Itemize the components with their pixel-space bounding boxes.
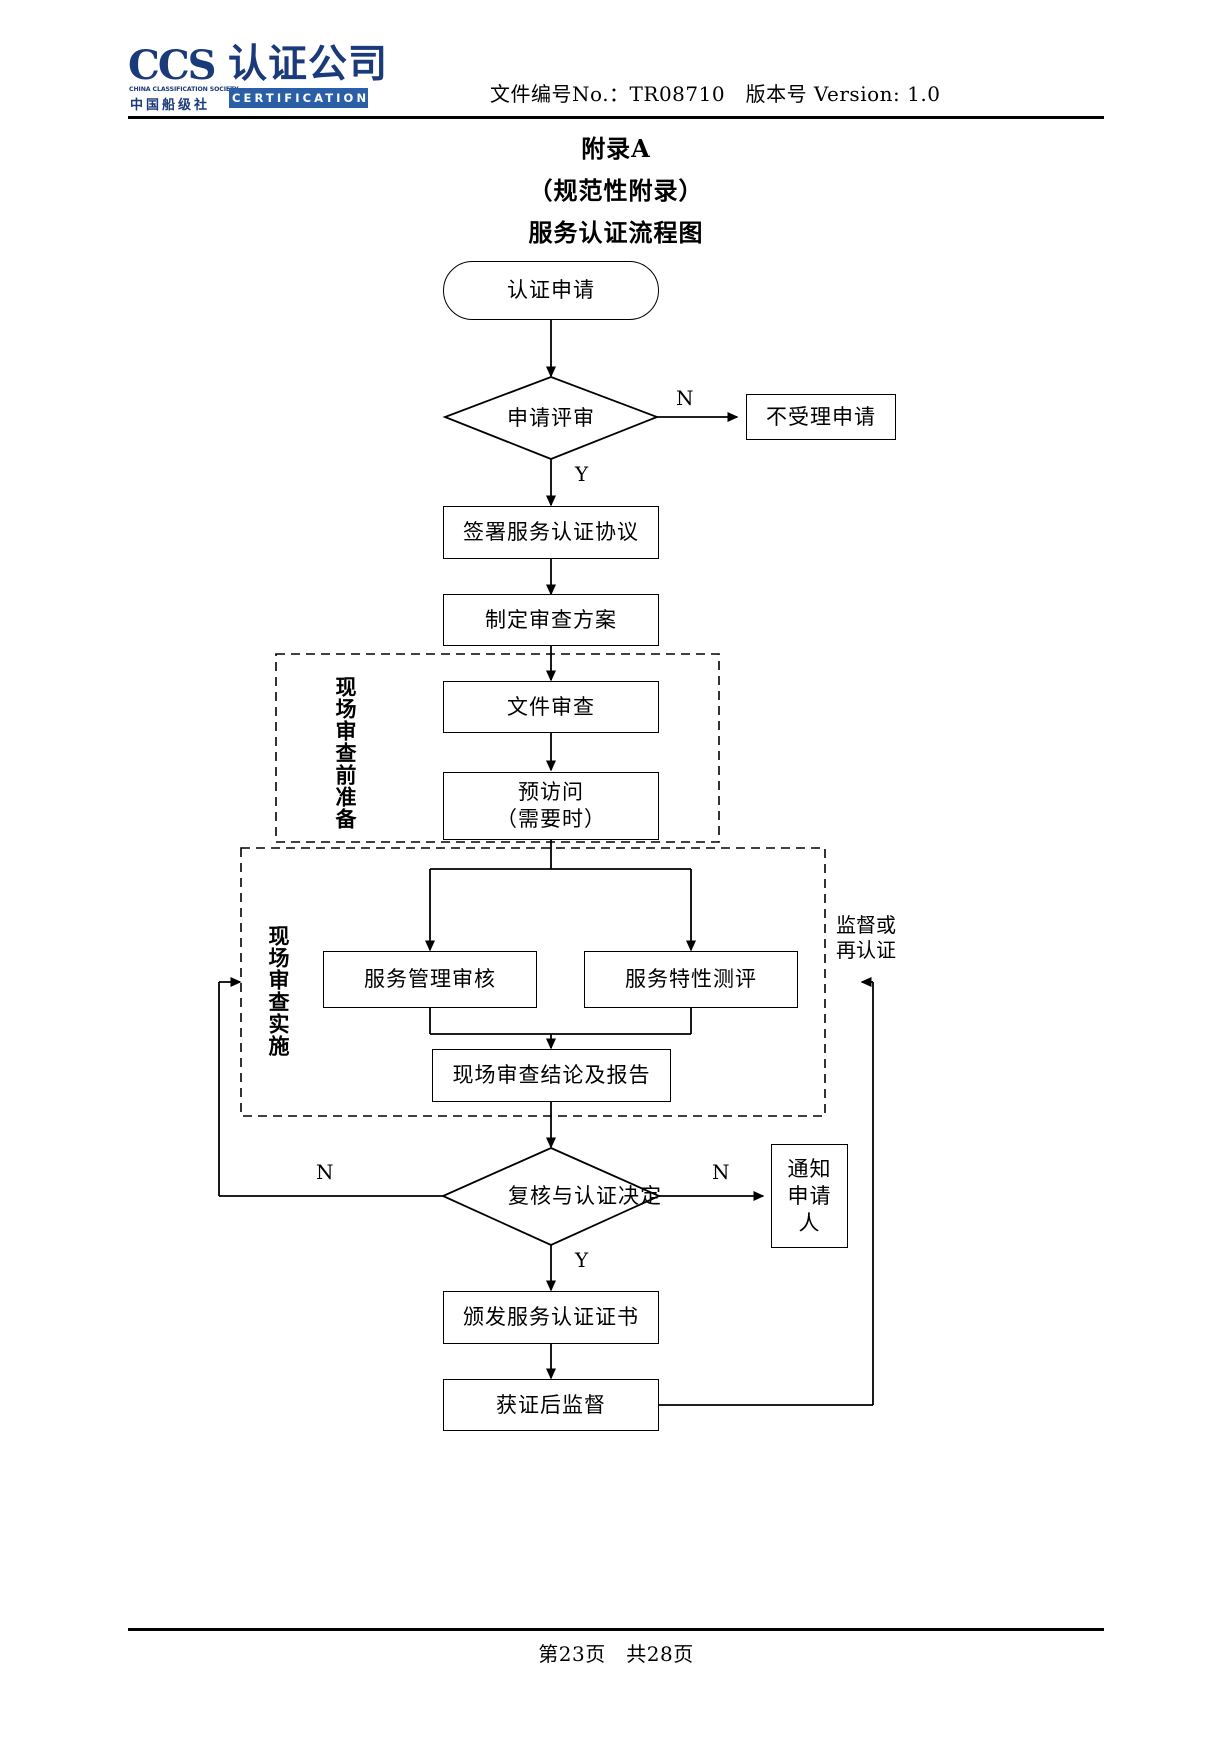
node-reject-application[interactable]: 不受理申请 [746,394,896,440]
node-label-line1: 预访问 [518,780,584,804]
header-divider [128,116,1104,119]
node-notify-applicant[interactable]: 通知 申请 人 [771,1144,848,1248]
node-service-characteristic-evaluation[interactable]: 服务特性测评 [584,951,798,1008]
resurvey-line1: 监督或 [836,913,896,937]
appendix-title-block: 附录A （规范性附录） 服务认证流程图 [0,128,1232,254]
footer-divider [128,1628,1104,1631]
document-meta: 文件编号No.：TR08710 版本号 Version: 1.0 [490,82,941,106]
node-label-line3: 人 [798,1210,821,1235]
node-label-line1: 通知 [787,1156,832,1181]
node-label: 获证后监督 [496,1392,606,1417]
node-label: 文件审查 [507,694,595,719]
title-flowchart-name: 服务认证流程图 [528,218,704,247]
resurvey-line2: 再认证 [836,938,896,962]
node-site-audit-report[interactable]: 现场审查结论及报告 [432,1049,671,1102]
node-issue-certificate[interactable]: 颁发服务认证证书 [443,1291,659,1344]
title-normative: （规范性附录） [528,176,704,205]
title-appendix: 附录A [581,134,651,163]
node-service-management-audit[interactable]: 服务管理审核 [323,951,537,1008]
logo-subtitle-en: CHINA CLASSIFICATION SOCIETY [129,86,239,93]
edge-label-decision-yes: Y [575,1248,589,1272]
node-review-and-decision[interactable]: 复核与认证决定 [443,1148,661,1245]
node-pre-visit[interactable]: 预访问 （需要时） [443,772,659,840]
node-sign-agreement[interactable]: 签署服务认证协议 [443,506,659,559]
node-application-review[interactable]: 申请评审 [445,377,657,459]
group-label-pre-audit: 现场审查前准备 [333,676,358,830]
logo-company-cn: 认证公司 [228,42,389,87]
edge-label-resurveillance: 监督或 再认证 [836,913,896,963]
node-label-line2: （需要时） [496,807,606,831]
node-label: 不受理申请 [766,404,876,429]
node-label: 制定审查方案 [485,607,617,632]
edge-label-decision-no-left: N [316,1160,334,1184]
node-label: 申请评审 [507,405,595,430]
node-audit-plan[interactable]: 制定审查方案 [443,594,659,646]
node-label: 服务特性测评 [625,967,757,991]
node-certification-application[interactable]: 认证申请 [443,261,659,320]
ccs-logo: CCS CHINA CLASSIFICATION SOCIETY 中国船级社 认… [128,42,387,114]
logo-certification-banner: CERTIFICATION [229,88,368,108]
node-label-line2: 申请 [787,1183,832,1208]
logo-ccs-text: CCS [128,42,217,89]
node-label: 复核与认证决定 [508,1184,662,1208]
logo-subtitle-cn: 中国船级社 [130,98,211,113]
page-footer: 第23页 共28页 [538,1642,694,1666]
node-label: 服务管理审核 [364,967,496,991]
node-post-certification-surveillance[interactable]: 获证后监督 [443,1379,659,1431]
edge-label-review-no: N [676,386,694,410]
node-label: 认证申请 [507,278,595,302]
page-header: CCS CHINA CLASSIFICATION SOCIETY 中国船级社 认… [0,0,1232,119]
node-document-review[interactable]: 文件审查 [443,681,659,733]
edge-label-review-yes: Y [575,462,589,486]
node-label: 签署服务认证协议 [463,520,639,544]
group-label-site-audit: 现场审查实施 [266,925,291,1057]
edge-label-decision-no-right: N [712,1160,730,1184]
node-label: 现场审查结论及报告 [452,1063,651,1087]
node-label: 颁发服务认证证书 [463,1305,639,1329]
logo-certification-text: CERTIFICATION [232,91,370,105]
